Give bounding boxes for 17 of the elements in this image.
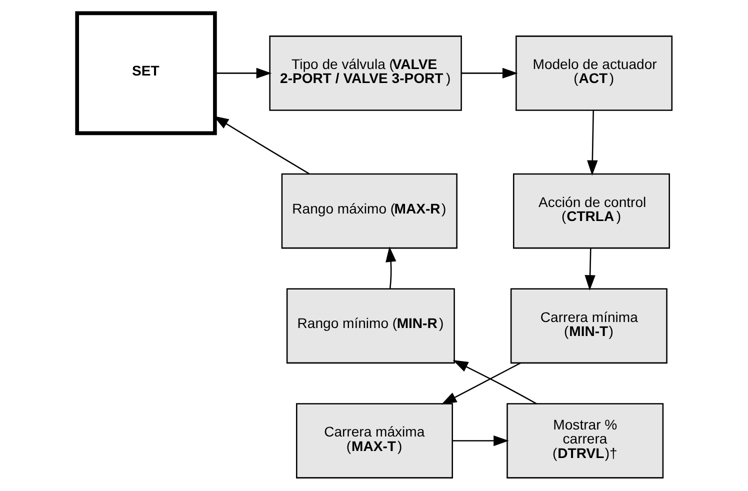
node-box: Tipo de válvula (VALVE 2-PORT / VALVE 3-PORT) bbox=[268, 36, 462, 111]
arrow bbox=[584, 248, 595, 290]
node-box: SET bbox=[74, 11, 216, 136]
arrow bbox=[385, 246, 396, 289]
node-box: Modelo de actuador (ACT) bbox=[515, 36, 672, 111]
arrow bbox=[461, 68, 518, 79]
node-box: Mostrar % carrera (DTRVL)† bbox=[506, 403, 664, 478]
arrow bbox=[214, 68, 272, 79]
node-box: Acción de control (CTRLA) bbox=[512, 173, 670, 249]
arrow bbox=[586, 110, 598, 176]
node-box: Rango máximo (MAX-R) bbox=[280, 173, 457, 249]
arrow bbox=[440, 362, 520, 405]
arrow bbox=[452, 360, 536, 404]
node-box: Carrera mínima (MIN-T) bbox=[510, 288, 667, 364]
node-box: Rango mínimo (MIN-R) bbox=[286, 288, 454, 364]
arrow bbox=[452, 435, 508, 446]
node-box: Carrera máxima (MAX-T) bbox=[296, 403, 452, 478]
